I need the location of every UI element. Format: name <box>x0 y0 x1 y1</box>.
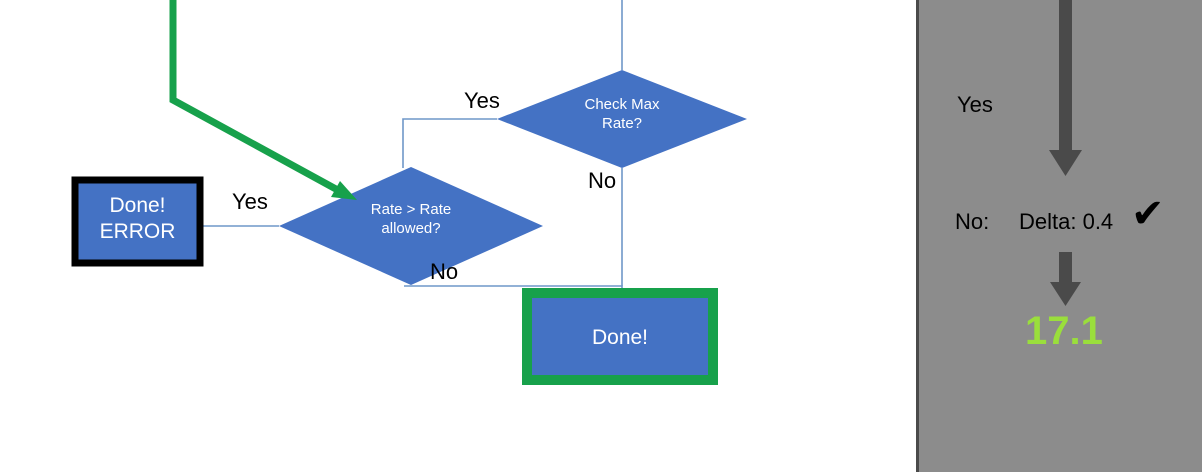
checkmark-icon: ✔ <box>1131 191 1165 237</box>
node-done-error <box>71 176 204 267</box>
node-done <box>522 288 718 385</box>
node-check-max-rate <box>497 70 747 168</box>
connector-yes-check-max-to-rate <box>402 118 497 168</box>
node-rate-gt-rate-allowed <box>279 167 543 285</box>
panel-arrow-top <box>1049 0 1082 176</box>
panel-label-yes: Yes <box>957 92 993 117</box>
edge-label-no-from-check-max: No <box>588 168 617 193</box>
edge-label-no-from-rate-check: No <box>430 259 459 284</box>
panel-label-no: No: <box>955 209 990 234</box>
panel-arrow-bottom <box>1050 252 1081 306</box>
edge-label-yes-to-error: Yes <box>232 189 268 214</box>
panel-label-delta: Delta: 0.4 <box>1019 209 1114 234</box>
panel-arrow-canvas <box>1049 0 1082 306</box>
green-highlight-arrow <box>169 0 357 200</box>
panel-result-value: 17.1 <box>1025 309 1103 353</box>
edge-label-yes-from-check-max: Yes <box>464 88 500 113</box>
simulation-trace-panel: Yes No: Delta: 0.4 ✔ 17.1 <box>916 0 1202 472</box>
